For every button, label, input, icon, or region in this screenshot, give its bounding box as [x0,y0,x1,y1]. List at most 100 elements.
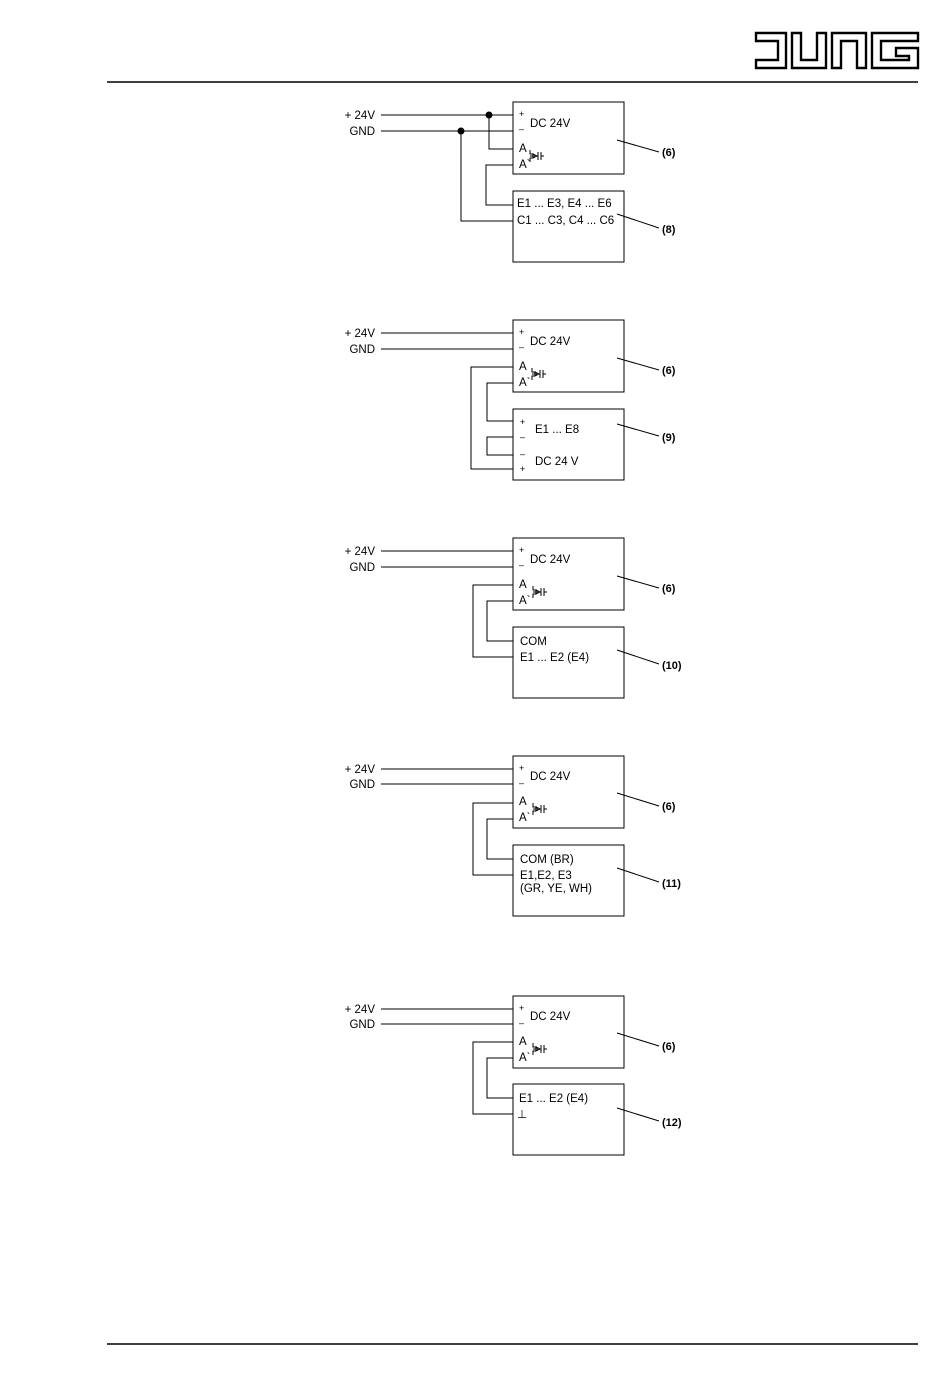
output-a-prime-label: A` [519,1052,531,1064]
plus-sign: + [520,464,525,474]
wire-a-to-inputs [472,802,513,876]
target-box [512,1083,625,1156]
output-a-prime-label: A` [519,812,531,824]
plus-sign: + [519,327,524,337]
leader-line [616,1032,660,1047]
diagram-3: + 24V GND + – DC 24V A A` (6) COM E1 ...… [345,537,682,699]
target-ref-label: (12) [662,1117,682,1129]
leader-line [616,1107,660,1122]
device-box [512,995,625,1069]
input-gnd-label: GND [349,562,375,574]
logo-letter-g [870,31,920,70]
input-24v-label: + 24V [345,546,376,558]
transistor-icon [529,150,544,162]
leader-line [616,649,660,665]
device-supply-label: DC 24V [530,771,571,783]
device-supply-label: DC 24V [530,554,571,566]
target-label-1: COM (BR) [520,854,574,866]
diagram-2: + 24V GND + – DC 24V A A` (6) + – – + E1… [345,319,676,481]
logo-letter-j [754,31,788,70]
wire-a-out-to-inputs [486,1057,513,1099]
minus-sign: – [519,560,524,570]
wire-minus-bridge [486,436,513,456]
output-a-label: A [519,1036,527,1048]
jung-logo [754,31,920,70]
wire-a-out-to-inputs [486,382,513,422]
logo-letter-n [830,31,868,70]
output-a-label: A [519,143,527,155]
device-ref-label: (6) [662,365,676,377]
diagram-4: + 24V GND + – DC 24V A A` (6) COM (BR) E… [345,755,681,917]
output-a-prime-label: A` [519,159,531,171]
diagram-5: + 24V GND + – DC 24V A A` (6) E1 ... E2 … [345,995,682,1156]
minus-sign: – [519,342,524,352]
device-box [512,537,625,611]
target-box [512,190,625,263]
output-a-label: A [519,361,527,373]
plus-sign: + [519,545,524,555]
input-24v-label: + 24V [345,764,376,776]
plus-sign: + [520,417,525,427]
target-label-2: E1 ... E2 (E4) [520,652,589,664]
output-a-prime-label: A` [519,595,531,607]
wire-a-out-to-com [486,600,513,642]
input-24v-label: + 24V [345,1004,376,1016]
minus-sign: – [519,778,524,788]
transistor-icon [531,368,546,380]
device-ref-label: (6) [662,801,676,813]
target-ref-label: (8) [662,224,676,236]
target-label-2: DC 24 V [535,456,579,468]
wire-a-to-supply-plus [470,366,513,470]
leader-line [616,423,660,437]
ground-symbol: ⊥ [517,1109,527,1121]
target-ref-label: (11) [662,878,681,890]
transistor-icon [532,586,547,598]
device-ref-label: (6) [662,583,676,595]
input-gnd-label: GND [349,1019,375,1031]
leader-line [616,357,660,371]
wire-a-to-ground [472,1041,513,1115]
input-gnd-label: GND [349,344,375,356]
plus-sign: + [519,109,524,119]
diagram-1: + 24V GND + – DC 24V A A` (6) E1 ... E3,… [345,101,676,263]
plus-sign: + [519,763,524,773]
target-label-1: COM [520,636,547,648]
output-a-label: A [519,796,527,808]
transistor-icon [532,803,547,815]
wire-24v-to-a [488,115,513,150]
device-box [512,101,625,175]
output-a-label: A [519,579,527,591]
target-label-2: C1 ... C3, C4 ... C6 [517,215,614,227]
device-supply-label: DC 24V [530,118,571,130]
input-gnd-label: GND [349,126,375,138]
minus-sign: – [520,432,525,442]
device-box [512,755,625,829]
device-ref-label: (6) [662,147,676,159]
logo-letter-u [790,31,828,70]
wire-a-to-inputs [472,584,513,658]
plus-sign: + [519,1003,524,1013]
target-label-1: E1 ... E2 (E4) [519,1093,588,1105]
target-label-3: (GR, YE, WH) [520,883,592,895]
input-24v-label: + 24V [345,328,376,340]
input-24v-label: + 24V [345,110,376,122]
target-label-1: E1 ... E3, E4 ... E6 [517,198,612,210]
wire-a-out-to-inputs [485,164,513,206]
minus-sign: – [519,124,524,134]
target-box [512,408,625,481]
transistor-icon [532,1043,547,1055]
target-ref-label: (9) [662,432,676,444]
device-supply-label: DC 24V [530,336,571,348]
minus-sign: – [520,449,525,459]
input-gnd-label: GND [349,779,375,791]
leader-line [616,575,660,589]
output-a-prime-label: A` [519,377,531,389]
device-ref-label: (6) [662,1041,676,1053]
target-label-1: E1 ... E8 [535,424,579,436]
minus-sign: – [519,1018,524,1028]
target-box [512,626,625,699]
leader-line [616,213,660,229]
target-label-2: E1,E2, E3 [520,870,572,882]
leader-line [616,867,660,883]
